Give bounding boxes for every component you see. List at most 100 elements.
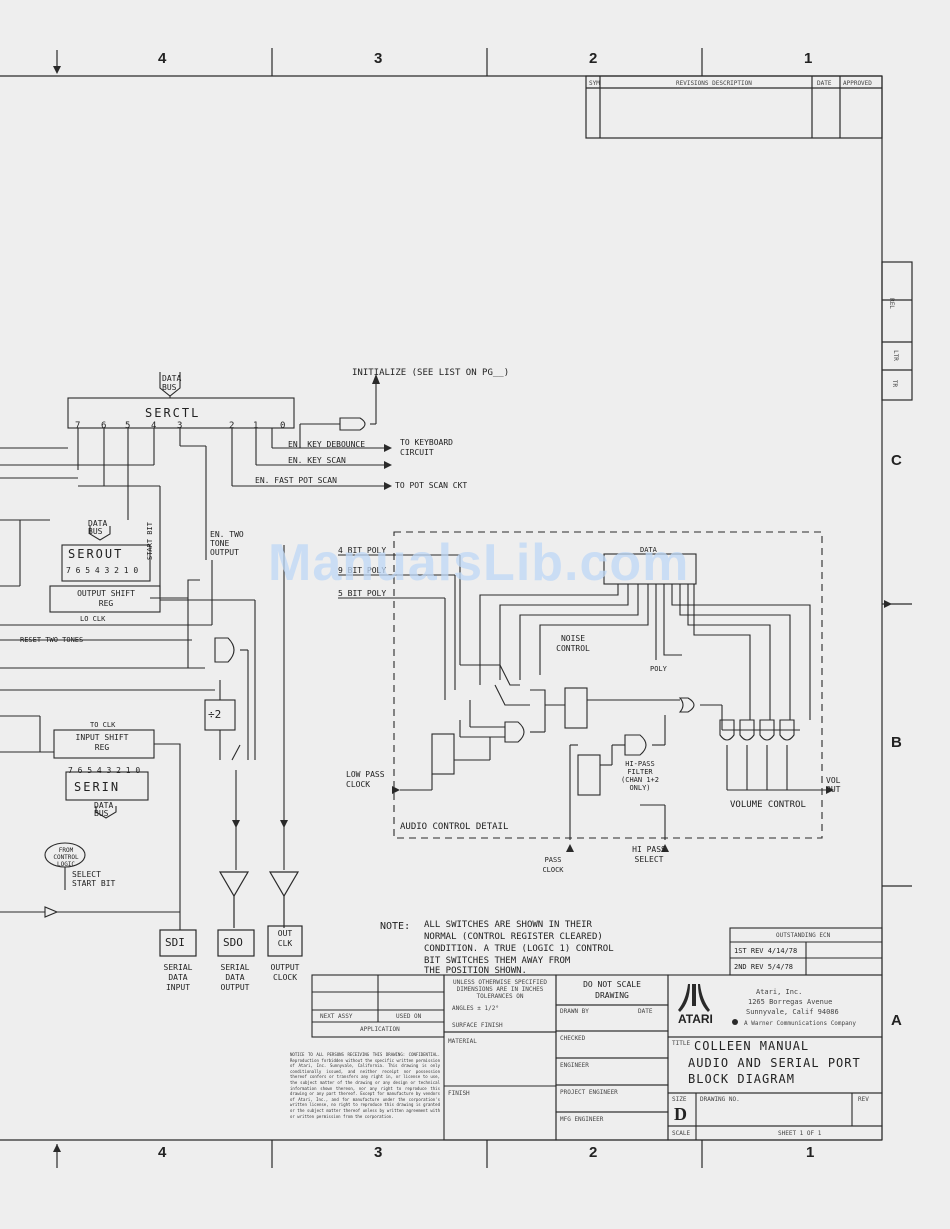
out-clk-port-box: OUT CLK (277, 929, 293, 948)
zone-col-4-top: 4 (158, 50, 167, 67)
title-line-1: COLLEEN MANUAL (694, 1039, 810, 1053)
audio-data-label: DATA (640, 546, 657, 554)
note-prefix: NOTE: (380, 921, 411, 932)
zone-col-1-top: 1 (804, 50, 813, 67)
poly-5-label: 5 BIT POLY (338, 589, 387, 598)
pass-clock-label: PASS CLOCK (542, 856, 564, 874)
serctl-bit-6: 6 (101, 421, 107, 431)
note-line-1: ALL SWITCHES ARE SHOWN IN THEIR (424, 920, 592, 930)
serctl-bit-2: 2 (229, 421, 235, 431)
title-line-2: AUDIO AND SERIAL PORT (688, 1056, 861, 1070)
low-pass-clock-label: LOW PASS CLOCK (346, 770, 385, 789)
atari-logo: ATARI (678, 1012, 713, 1026)
rev-date-header: DATE (817, 80, 832, 87)
drawing-no-label: DRAWING NO. (700, 1096, 740, 1103)
sheet-label: SHEET 1 OF 1 (778, 1130, 822, 1137)
drawn-by-label: DRAWN BY (560, 1008, 589, 1015)
confidential-notice: NOTICE TO ALL PERSONS RECEIVING THIS DRA… (290, 1052, 440, 1119)
checked-label: CHECKED (560, 1035, 586, 1042)
unless-specified-text: UNLESS OTHERWISE SPECIFIED DIMENSIONS AR… (453, 979, 547, 1000)
input-shift-reg-label: INPUT SHIFT REG (75, 733, 129, 752)
sdo-port-label: SERIAL DATA OUTPUT (220, 963, 250, 992)
en-two-tone-label: EN. TWO TONE OUTPUT (210, 530, 244, 557)
company-address-2: Sunnyvale, Calif 94086 (746, 1008, 839, 1016)
vol-out-label: VOL OUT (826, 776, 841, 794)
mfg-engineer-label: MFG ENGINEER (560, 1116, 604, 1123)
en-fast-pot-scan-label: EN. FAST POT SCAN (255, 476, 337, 485)
used-on-label: USED ON (396, 1013, 422, 1020)
rev-description-header: REVISIONS DESCRIPTION (676, 80, 752, 87)
size-label: SIZE (672, 1096, 687, 1103)
side-tab-ltr: LTR (891, 350, 899, 361)
engineer-label: ENGINEER (560, 1062, 589, 1069)
to-pot-scan-label: TO POT SCAN CKT (395, 481, 468, 490)
poly-small-label: POLY (650, 665, 667, 673)
serctl-bit-0: 0 (280, 421, 286, 431)
output-shift-reg-label: OUTPUT SHIFT REG (77, 589, 135, 608)
do-not-scale-text: DO NOT SCALE DRAWING (583, 980, 641, 1000)
title-label: TITLE (672, 1040, 691, 1047)
sdi-port-label: SERIAL DATA INPUT (163, 963, 193, 992)
company-address-1: 1265 Borregas Avenue (748, 998, 833, 1006)
to-keyboard-label: TO KEYBOARD CIRCUIT (400, 438, 453, 457)
note-line-5: THE POSITION SHOWN. (424, 966, 527, 976)
warner-text: A Warner Communications Company (744, 1020, 856, 1027)
zone-row-a: A (891, 1012, 902, 1029)
outstanding-ecn-row-2: 2ND REV 5/4/78 (734, 963, 794, 971)
serctl-label: SERCTL (145, 406, 201, 420)
rev-approved-header: APPROVED (843, 80, 872, 87)
hi-pass-select-label: HI PASS SELECT (632, 845, 666, 864)
zone-row-b: B (891, 734, 902, 751)
zone-col-2-bottom: 2 (589, 1144, 598, 1161)
serctl-bit-4: 4 (151, 421, 157, 431)
serctl-bit-5: 5 (125, 421, 131, 431)
serctl-bit-1: 1 (253, 421, 259, 431)
zone-col-4-bottom: 4 (158, 1144, 167, 1161)
start-bit-label: START BIT (146, 522, 154, 560)
select-start-bit-label: SELECT START BIT (72, 870, 116, 888)
div-by-2-label: ÷2 (208, 708, 222, 721)
zone-col-2-top: 2 (589, 50, 598, 67)
finish-text: FINISH (448, 1090, 470, 1097)
next-assy-label: NEXT ASSY (320, 1013, 353, 1020)
en-key-scan-label: EN. KEY SCAN (288, 456, 346, 465)
serout-label: SEROUT (68, 547, 124, 561)
noise-control-label: NOISE CONTROL (556, 634, 590, 653)
from-control-logic-label: FROM CONTROL LOGIC (53, 847, 79, 868)
company-name: Atari, Inc. (756, 988, 803, 996)
volume-control-label: VOLUME CONTROL (730, 800, 806, 810)
data-bus-label: DATA BUS (162, 374, 182, 392)
scale-label: SCALE (672, 1130, 691, 1137)
serin-bits: 7 6 5 4 3 2 1 0 (68, 766, 141, 775)
application-label: APPLICATION (360, 1026, 400, 1033)
hi-pass-filter-label: HI-PASS FILTER (CHAN 1+2 ONLY) (621, 760, 659, 792)
serctl-bit-7: 7 (75, 421, 81, 431)
zone-col-3-bottom: 3 (374, 1144, 383, 1161)
surface-finish-text: SURFACE FINISH (452, 1022, 503, 1029)
serin-label: SERIN (74, 780, 121, 794)
note-line-2: NORMAL (CONTROL REGISTER CLEARED) (424, 932, 603, 942)
drawn-date-label: DATE (638, 1008, 653, 1015)
project-engineer-label: PROJECT ENGINEER (560, 1089, 618, 1096)
to-clk-label: TO CLK (90, 721, 116, 729)
outstanding-ecn-header: OUTSTANDING ECN (776, 932, 831, 939)
out-clk-port-label: OUTPUT CLOCK (270, 963, 300, 982)
serout-bits: 7 6 5 4 3 2 1 0 (66, 566, 139, 575)
serctl-bit-3: 3 (177, 421, 183, 431)
zone-col-1-bottom: 1 (806, 1144, 815, 1161)
en-key-debounce-label: EN. KEY DEBOUNCE (288, 440, 366, 449)
poly-9-label: 9 BIT POLY (338, 566, 387, 575)
side-tab-rel: REL (887, 298, 895, 309)
title-line-3: BLOCK DIAGRAM (688, 1072, 795, 1086)
poly-4-label: 4 BIT POLY (338, 546, 387, 555)
angles-text: ANGLES ± 1/2° (452, 1005, 499, 1012)
sdo-port-box: SDO (223, 936, 243, 949)
audio-control-detail-label: AUDIO CONTROL DETAIL (400, 822, 509, 832)
rev-sym-header: SYM (589, 80, 600, 87)
material-text: MATERIAL (448, 1038, 477, 1045)
side-tab-tr: TR (891, 379, 899, 388)
manualslib-watermark: ManualsLib.com (268, 534, 690, 592)
size-value: D (674, 1104, 687, 1124)
rev-label: REV (858, 1096, 869, 1103)
